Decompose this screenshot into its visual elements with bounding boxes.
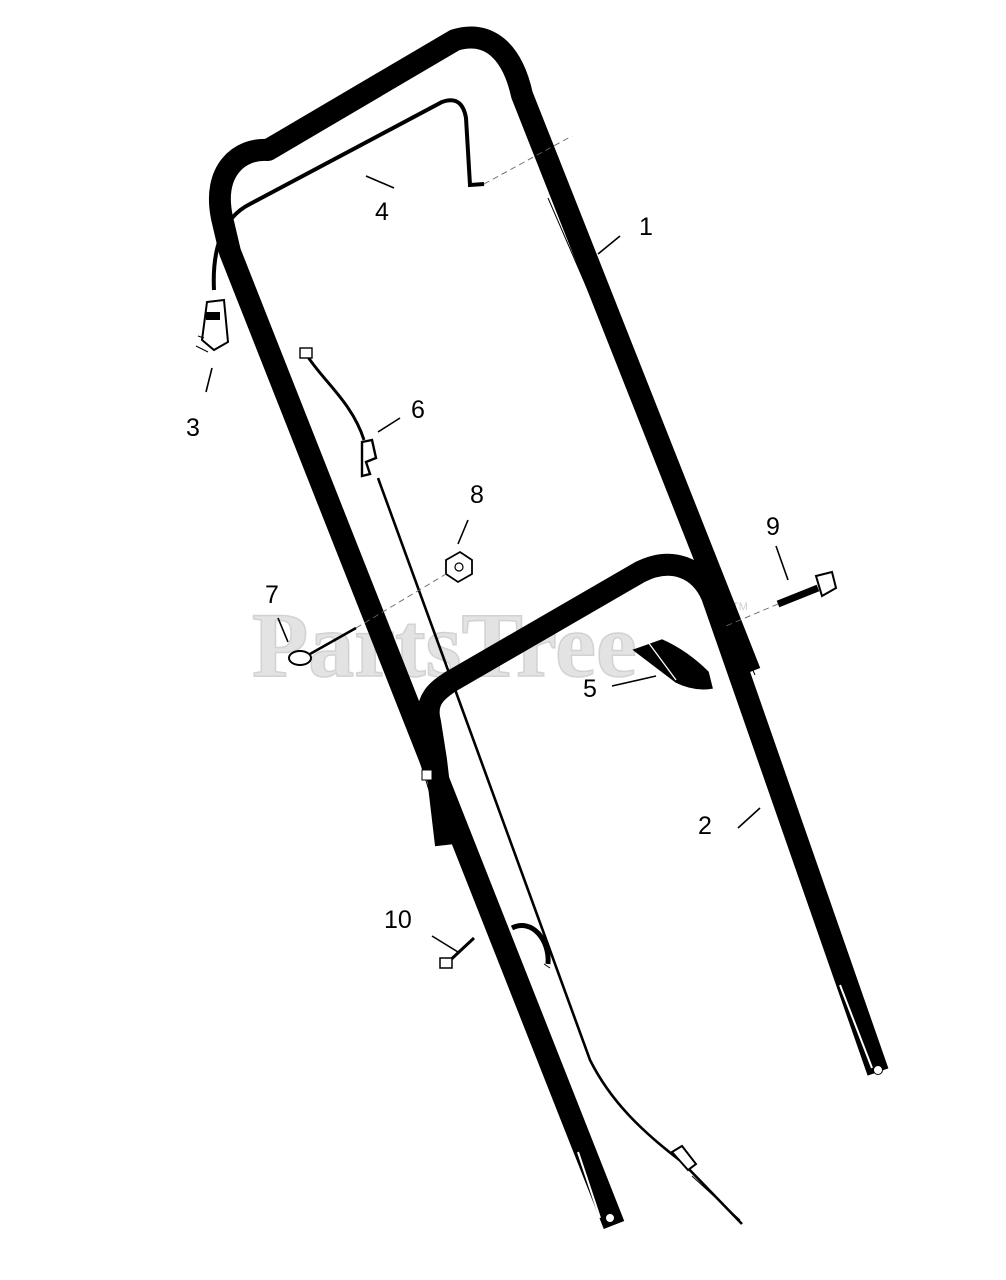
bail-bracket [195,298,230,353]
callout-3: 3 [186,414,200,442]
callout-labels: 1 2 3 4 5 6 7 8 9 10 [186,198,780,934]
callout-5: 5 [583,675,597,703]
callout-6: 6 [411,396,425,424]
leader-5 [611,675,657,687]
leader-9 [775,545,789,581]
callout-4: 4 [375,198,389,226]
leader-4 [365,175,395,189]
leader-6 [377,417,401,433]
leader-3 [205,367,213,393]
callout-8: 8 [470,481,484,509]
leader-8 [457,519,469,545]
wing-knob [632,639,713,690]
leader-10 [431,935,459,953]
carriage-bolt [725,570,838,627]
callout-10: 10 [384,906,412,934]
callout-1: 1 [639,213,653,241]
upper-handle [209,26,761,1230]
lower-handle [417,553,889,1076]
callout-9: 9 [766,513,780,541]
leader-1 [597,235,621,255]
cable-clip [360,438,378,478]
control-bail [211,98,573,291]
eye-bolt [288,573,447,666]
hex-nut [445,550,473,584]
callout-2: 2 [698,812,712,840]
leader-2 [737,807,761,829]
control-cable [299,347,743,1225]
leader-lines [205,175,789,953]
leader-7 [277,617,289,643]
callout-7: 7 [265,581,279,609]
cable-tie [439,923,551,969]
